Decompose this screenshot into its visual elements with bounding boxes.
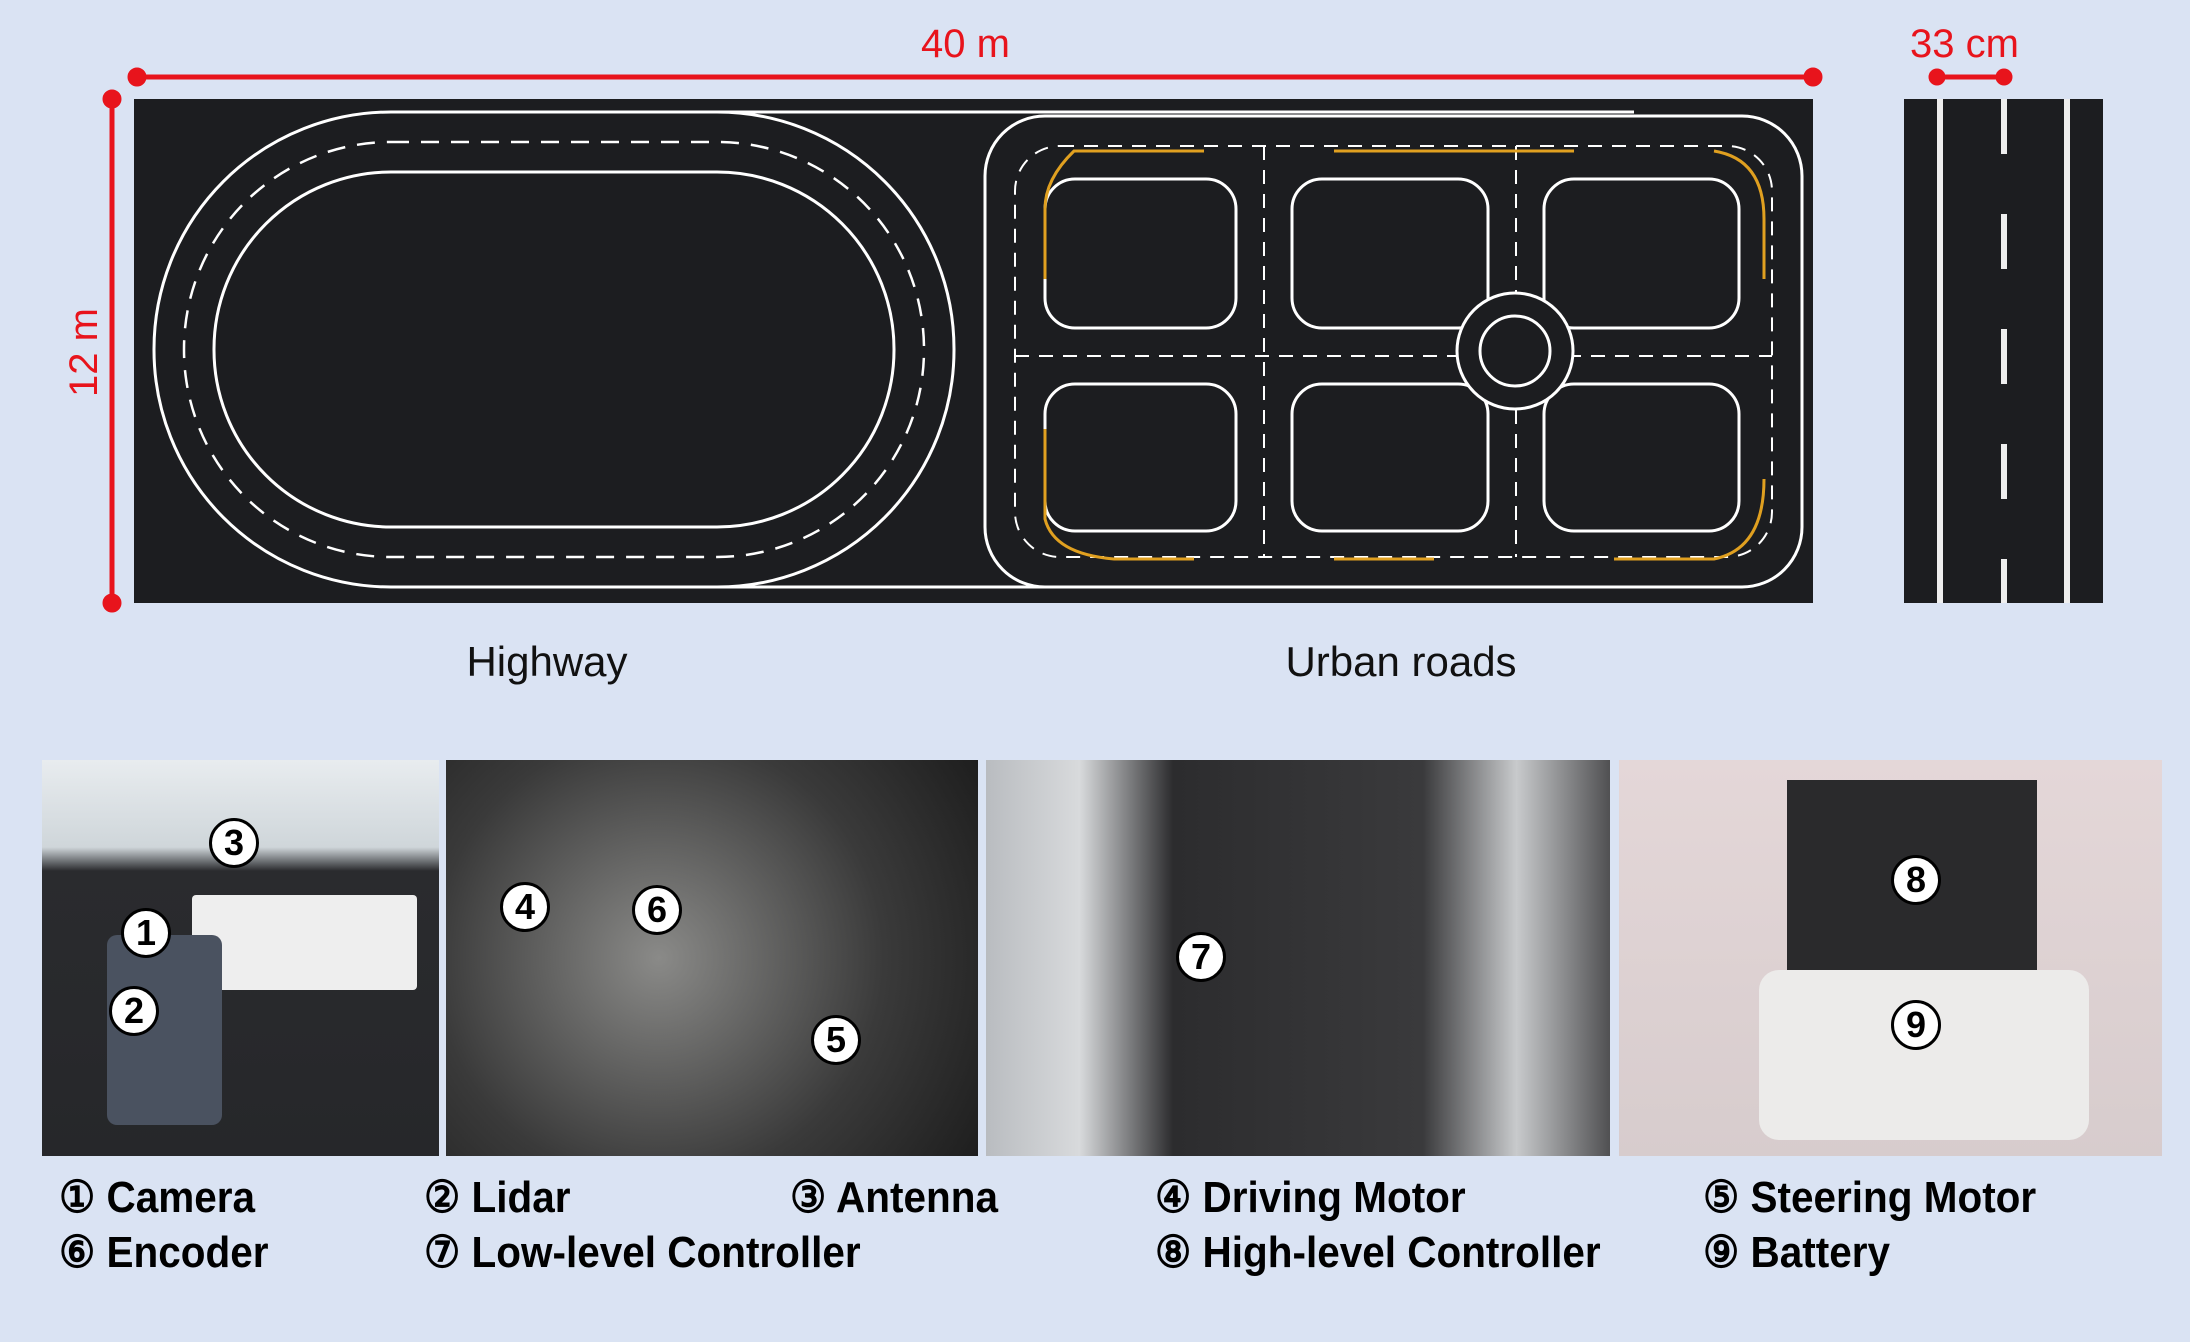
track-map (134, 99, 1813, 603)
legend-antenna: ③ Antenna (790, 1173, 998, 1222)
legend-lidar: ② Lidar (424, 1173, 571, 1222)
lane-detail (1904, 99, 2103, 603)
dimension-lines (102, 67, 2013, 613)
chassis-photo: 4 6 5 (446, 760, 978, 1156)
badge-lidar: 2 (109, 986, 159, 1036)
urban-caption: Urban roads (1285, 638, 1517, 685)
badge-encoder: 6 (632, 885, 682, 935)
badge-camera: 1 (121, 908, 171, 958)
badge-driving-motor: 4 (500, 882, 550, 932)
urban-roads (983, 114, 1804, 589)
badge-low-level-controller: 7 (1176, 932, 1226, 982)
legend-high-level-controller: ⑧ High-level Controller (1155, 1228, 1601, 1277)
badge-high-level-controller: 8 (1891, 855, 1941, 905)
truck-photo: 3 1 2 (42, 760, 439, 1156)
track-width-label: 12 m (61, 308, 106, 397)
highway-caption: Highway (466, 638, 628, 685)
legend-encoder: ⑥ Encoder (59, 1228, 269, 1277)
legend-driving-motor: ④ Driving Motor (1155, 1173, 1466, 1222)
controller-photo: 7 (986, 760, 1610, 1156)
track-length-label: 40 m (921, 22, 1010, 66)
badge-battery: 9 (1891, 1000, 1941, 1050)
lane-width-label: 33 cm (1910, 22, 2019, 66)
legend-camera: ① Camera (59, 1173, 256, 1222)
badge-antenna: 3 (209, 818, 259, 868)
legend-steering-motor: ⑤ Steering Motor (1703, 1173, 2037, 1222)
badge-steering-motor: 5 (811, 1015, 861, 1065)
computer-photo: 8 9 (1619, 760, 2162, 1156)
legend-low-level-controller: ⑦ Low-level Controller (424, 1228, 861, 1277)
legend-battery: ⑨ Battery (1703, 1228, 1891, 1277)
